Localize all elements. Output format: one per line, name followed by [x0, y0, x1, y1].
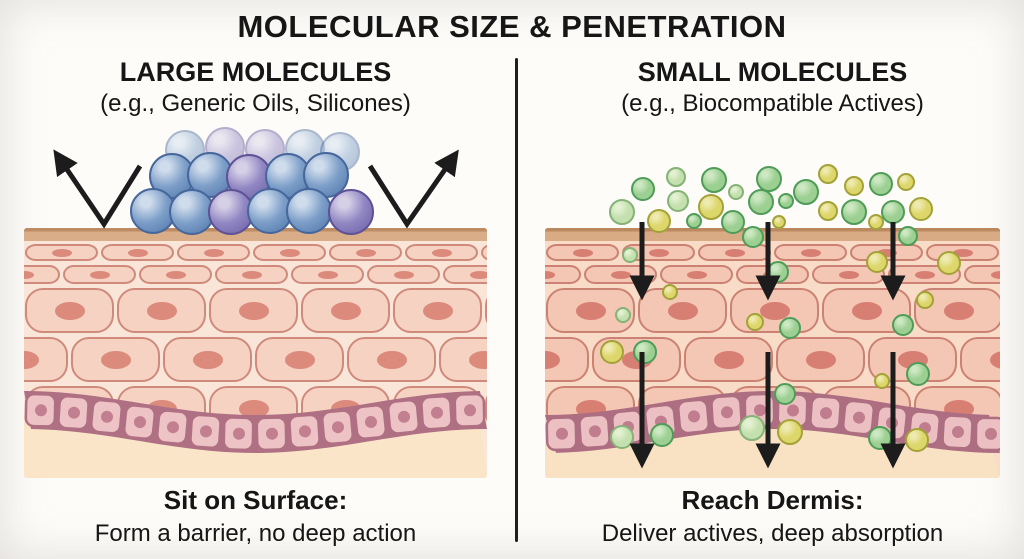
large-molecule-sphere	[245, 129, 285, 169]
small-molecule-dot	[609, 199, 635, 225]
small-molecule-dot	[666, 167, 686, 187]
small-molecule-dot	[701, 167, 727, 193]
small-molecule-dot	[748, 189, 774, 215]
left-caption-title: Sit on Surface:	[163, 485, 348, 515]
large-molecule-sphere	[320, 132, 360, 172]
small-molecule-dot	[667, 190, 689, 212]
skin-illustration	[24, 228, 487, 478]
right-caption-body: Deliver actives, deep absorption	[601, 519, 944, 547]
small-molecule-dot	[793, 179, 819, 205]
left-caption-body: Form a barrier, no deep action	[94, 519, 417, 547]
small-molecule-dot	[698, 194, 724, 220]
small-molecule-dot	[631, 177, 655, 201]
right-panel-heading: SMALL MOLECULES	[637, 57, 908, 87]
skin-cross-section-right	[545, 228, 1000, 478]
right-caption-title: Reach Dermis:	[681, 485, 864, 515]
large-molecule-sphere	[226, 154, 272, 200]
small-molecule-dot	[869, 172, 893, 196]
skin-illustration	[545, 228, 1000, 478]
large-molecule-sphere	[187, 152, 233, 198]
left-panel-heading: LARGE MOLECULES	[119, 57, 392, 87]
left-panel-subheading: (e.g., Generic Oils, Silicones)	[100, 90, 411, 118]
right-panel-caption: Reach Dermis: Deliver actives, deep abso…	[545, 484, 1000, 549]
small-molecule-dot	[778, 193, 794, 209]
page-title: MOLECULAR SIZE & PENETRATION	[237, 9, 787, 44]
small-molecule-dot	[728, 184, 744, 200]
small-molecule-dot	[881, 200, 905, 224]
small-molecule-dot	[756, 166, 782, 192]
small-molecule-dot	[897, 173, 915, 191]
large-molecule-sphere	[165, 130, 205, 170]
left-panel-caption: Sit on Surface: Form a barrier, no deep …	[24, 484, 487, 549]
panel-divider-line	[515, 58, 518, 542]
left-panel-header: LARGE MOLECULES (e.g., Generic Oils, Sil…	[24, 57, 487, 118]
skin-cross-section-left	[24, 228, 487, 478]
small-molecule-dot	[909, 197, 933, 221]
bounce-arrow	[367, 149, 459, 229]
small-molecule-dot	[844, 176, 864, 196]
right-panel-subheading: (e.g., Biocompatible Actives)	[621, 90, 924, 118]
large-molecule-sphere	[303, 152, 349, 198]
small-molecule-dot	[818, 201, 838, 221]
right-panel-header: SMALL MOLECULES (e.g., Biocompatible Act…	[545, 57, 1000, 118]
large-molecule-sphere	[285, 129, 325, 169]
small-molecule-dot	[818, 164, 838, 184]
small-molecule-dot	[841, 199, 867, 225]
large-molecule-sphere	[149, 153, 195, 199]
small-molecule-dot	[686, 213, 702, 229]
small-molecule-dot	[772, 215, 786, 229]
large-molecule-sphere	[265, 153, 311, 199]
bounce-arrow	[53, 149, 143, 229]
large-molecule-sphere	[205, 127, 245, 167]
